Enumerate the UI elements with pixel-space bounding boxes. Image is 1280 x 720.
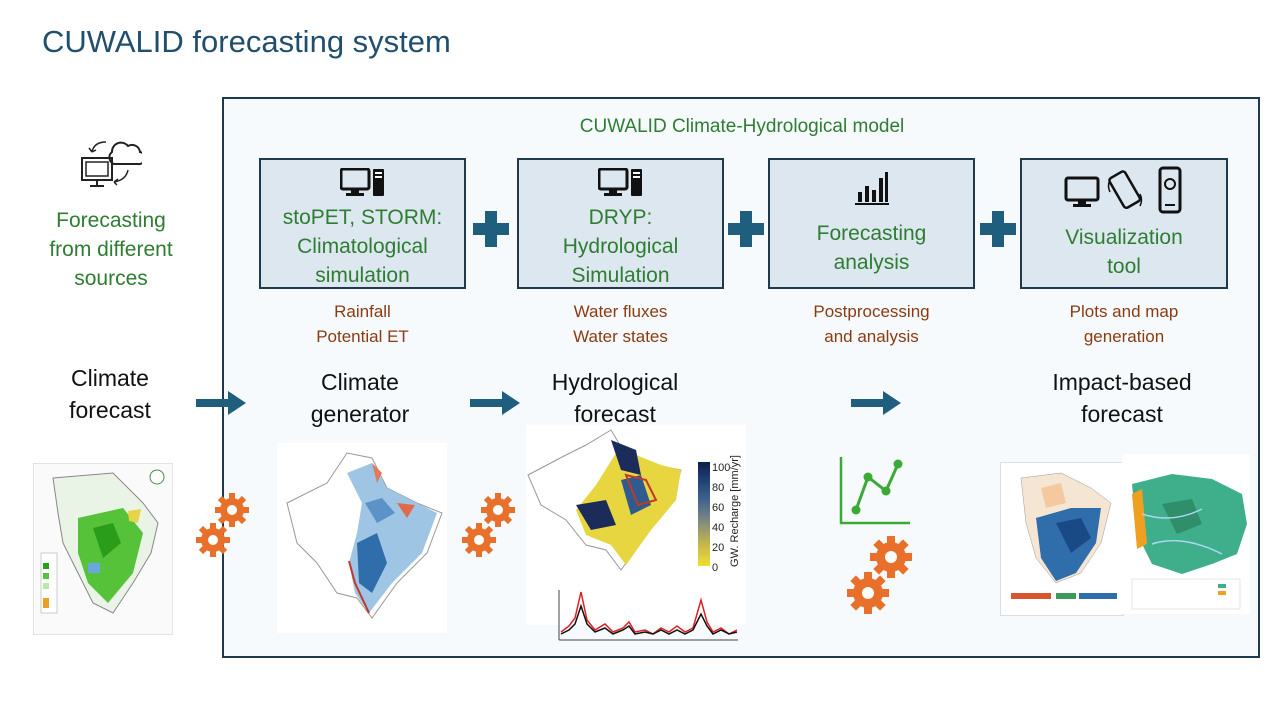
bar-chart-icon: [854, 170, 890, 211]
colorbar-tick: 60: [712, 502, 725, 514]
module-label: stoPET, STORM: Climatological simulation: [282, 206, 443, 287]
sources-label: Forecasting from different sources: [49, 209, 173, 290]
impact-forecast-label: Impact-based forecast: [1052, 369, 1192, 427]
line-chart-icon: [839, 457, 910, 525]
colorbar-tick: 0: [712, 562, 719, 574]
desktop-computer-icon: [597, 167, 644, 203]
module-output: Plots and map generation: [1069, 302, 1179, 346]
module-output: Rainfall Potential ET: [316, 302, 409, 346]
colorbar-tick: 40: [712, 522, 725, 534]
colorbar-tick: 20: [712, 542, 725, 554]
page-title: CUWALID forecasting system: [42, 24, 451, 59]
climate-generator-map: [277, 443, 447, 633]
module-label: Forecasting analysis: [816, 222, 927, 274]
gear-icon: [196, 493, 249, 557]
hydrograph: [558, 590, 738, 641]
colorbar: [698, 462, 710, 566]
module-forecasting-analysis: Forecasting analysis: [768, 158, 975, 289]
hydrological-forecast-label: Hydrological forecast: [551, 369, 679, 427]
module-output: Postprocessing and analysis: [813, 302, 930, 346]
climate-forecast-label: Climate forecast: [69, 365, 151, 423]
desktop-computer-icon: [339, 167, 386, 203]
module-label: DRYP: Hydrological Simulation: [562, 206, 679, 287]
impact-hazard-map: [1122, 454, 1250, 614]
impact-probability-map: [1000, 462, 1124, 616]
climate-generator-label: Climate generator: [310, 369, 410, 427]
module-climatological-simulation: stoPET, STORM: Climatological simulation: [259, 158, 466, 289]
plus-icon: [473, 211, 509, 247]
right-arrow-icon: [196, 391, 246, 415]
right-arrow-icon: [470, 391, 520, 415]
model-title: CUWALID Climate-Hydrological model: [579, 116, 905, 137]
colorbar-label: GW. Recharge [mm/yr]: [729, 455, 741, 567]
right-arrow-icon: [851, 391, 901, 415]
plus-icon: [728, 211, 764, 247]
gear-icon: [462, 493, 515, 557]
plus-icon: [980, 211, 1016, 247]
colorbar-tick: 100: [712, 462, 731, 474]
colorbar-ticks: 100 80 60 40 20 0: [712, 458, 731, 574]
colorbar-tick: 80: [712, 482, 725, 494]
module-visualization-tool: Visualization tool: [1020, 158, 1228, 289]
module-hydrological-simulation: DRYP: Hydrological Simulation: [517, 158, 724, 289]
gear-icon: [847, 536, 912, 614]
cloud-computer-sync-icon: [78, 130, 147, 195]
devices-icon: [1064, 166, 1184, 221]
module-output: Water fluxes Water states: [573, 302, 668, 346]
climate-forecast-map: [32, 462, 174, 636]
module-label: Visualization tool: [1065, 226, 1183, 278]
